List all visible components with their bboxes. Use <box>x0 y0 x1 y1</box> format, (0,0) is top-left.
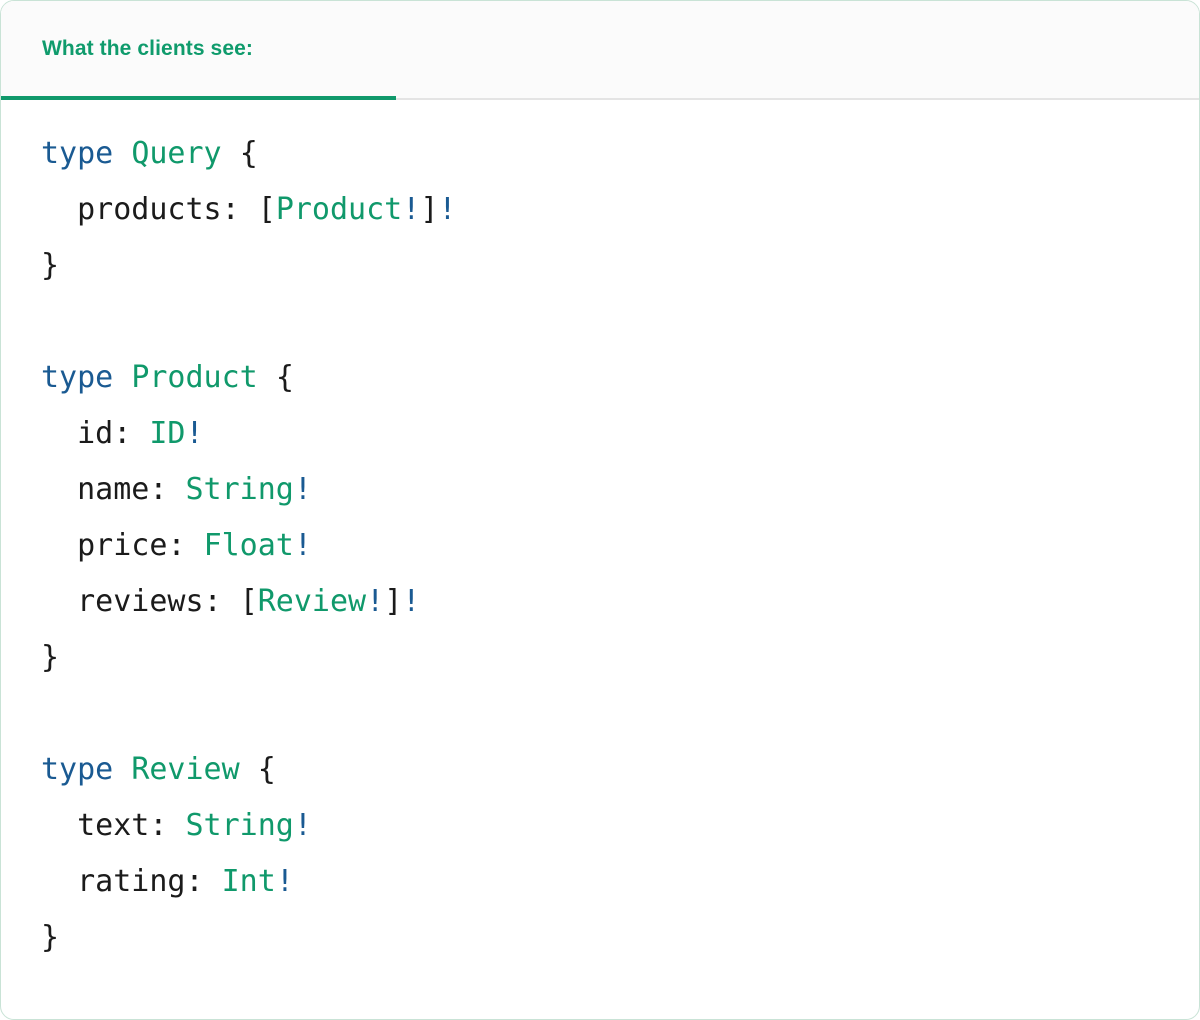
bracket-close-token: ] <box>420 192 439 227</box>
field-type-token: Float <box>203 528 294 563</box>
field-name-token: products <box>77 192 222 227</box>
brace-close-token: } <box>41 640 60 675</box>
field-type-token: Int <box>221 864 276 899</box>
field-type-token: String <box>185 472 294 507</box>
tab-label: What the clients see: <box>42 36 253 60</box>
code-line-close-brace: } <box>41 920 59 955</box>
non-null-token: ! <box>402 192 421 227</box>
field-name-token: name <box>77 472 150 507</box>
brace-close-token: } <box>41 248 60 283</box>
keyword-token: type <box>41 360 114 395</box>
non-null-token: ! <box>402 584 421 619</box>
field-type-token: ID <box>149 416 186 451</box>
code-line-field: products: [Product!]! <box>41 192 456 227</box>
type-name-token: Review <box>131 752 240 787</box>
type-name-token: Product <box>131 360 258 395</box>
code-line-field: rating: Int! <box>41 864 294 899</box>
graphql-schema-code[interactable]: type Query { products: [Product!]! } typ… <box>1 126 1199 966</box>
colon-token: : <box>203 584 222 619</box>
colon-token: : <box>149 808 168 843</box>
code-line-type-declaration: type Product { <box>41 360 294 395</box>
code-line-type-declaration: type Review { <box>41 752 276 787</box>
field-type-token: Review <box>257 584 367 619</box>
non-null-token: ! <box>293 472 312 507</box>
code-line-field: text: String! <box>41 808 312 843</box>
non-null-token: ! <box>438 192 457 227</box>
non-null-token: ! <box>293 528 312 563</box>
code-area: type Query { products: [Product!]! } typ… <box>1 100 1199 966</box>
field-name-token: rating <box>77 864 186 899</box>
colon-token: : <box>167 528 186 563</box>
tab-what-the-clients-see[interactable]: What the clients see: <box>1 1 396 100</box>
type-name-token: Query <box>131 136 222 171</box>
code-line-type-declaration: type Query { <box>41 136 258 171</box>
colon-token: : <box>185 864 204 899</box>
code-line-field: name: String! <box>41 472 312 507</box>
brace-close-token: } <box>41 920 60 955</box>
colon-token: : <box>221 192 240 227</box>
tab-bar: What the clients see: <box>1 1 1199 100</box>
bracket-close-token: ] <box>384 584 403 619</box>
non-null-token: ! <box>275 864 294 899</box>
non-null-token: ! <box>185 416 204 451</box>
code-line-close-brace: } <box>41 248 59 283</box>
field-name-token: id <box>77 416 114 451</box>
brace-open-token: { <box>275 360 294 395</box>
field-name-token: price <box>77 528 168 563</box>
code-line-close-brace: } <box>41 640 59 675</box>
code-line-field: id: ID! <box>41 416 204 451</box>
bracket-open-token: [ <box>257 192 276 227</box>
brace-open-token: { <box>239 136 258 171</box>
non-null-token: ! <box>293 808 312 843</box>
code-line-field: price: Float! <box>41 528 312 563</box>
field-type-token: String <box>185 808 294 843</box>
bracket-open-token: [ <box>239 584 258 619</box>
colon-token: : <box>149 472 168 507</box>
brace-open-token: { <box>257 752 276 787</box>
non-null-token: ! <box>366 584 385 619</box>
colon-token: : <box>113 416 132 451</box>
keyword-token: type <box>41 136 114 171</box>
field-name-token: reviews <box>77 584 204 619</box>
code-line-field: reviews: [Review!]! <box>41 584 420 619</box>
field-type-token: Product <box>275 192 403 227</box>
field-name-token: text <box>77 808 150 843</box>
keyword-token: type <box>41 752 114 787</box>
